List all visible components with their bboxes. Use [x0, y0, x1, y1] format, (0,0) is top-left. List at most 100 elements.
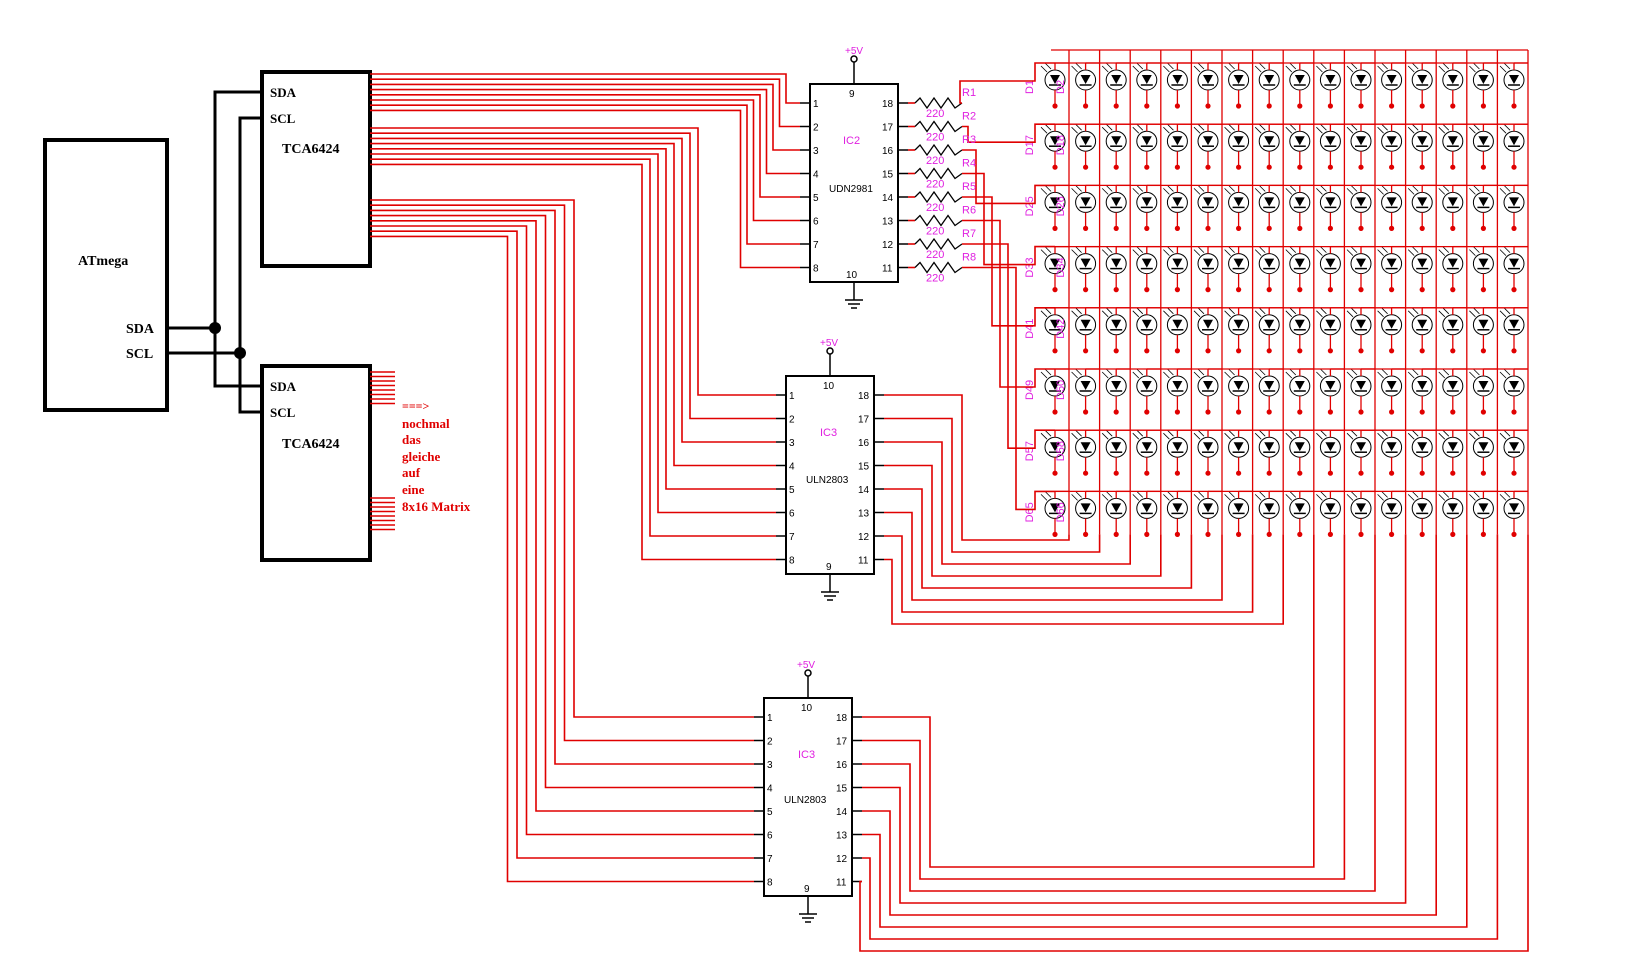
led-triangle [1141, 442, 1152, 452]
ic3b-output-wire [862, 534, 1437, 916]
pin-number: 18 [858, 391, 870, 402]
led-triangle [1325, 319, 1336, 329]
led-triangle [1509, 136, 1519, 146]
led-arrow [1350, 185, 1358, 192]
led-triangle [1478, 136, 1489, 146]
led-triangle [1233, 503, 1244, 513]
node [1297, 470, 1303, 476]
pin-number: 17 [882, 123, 894, 134]
row-feed [962, 243, 1055, 450]
led-arrow [1167, 123, 1174, 131]
row-feed [962, 149, 1055, 205]
led-triangle [1478, 319, 1489, 329]
led-arrow [1473, 307, 1480, 315]
note-line-6: 8x16 Matrix [402, 499, 471, 514]
led-triangle [1111, 381, 1122, 390]
led-arrow [1167, 491, 1174, 498]
led-triangle [1294, 258, 1305, 268]
node [1083, 103, 1089, 109]
node [1052, 164, 1058, 170]
led-arrow [1228, 62, 1235, 70]
led-arrow [1503, 62, 1511, 70]
led-triangle [1294, 197, 1305, 207]
led-arrow [1193, 188, 1201, 195]
led-arrow [1071, 249, 1078, 256]
ic2-input-wire [370, 88, 800, 175]
led-arrow [1071, 126, 1078, 134]
led-arrow [1228, 368, 1235, 376]
led-arrow [1320, 429, 1327, 437]
led-arrow [1224, 371, 1231, 379]
ic3b-input-wire [370, 199, 754, 718]
ic2-vcc-pin: 9 [849, 89, 855, 100]
resistor-value: 220 [926, 108, 944, 120]
ic3b-output-wire [862, 534, 1315, 868]
led-triangle [1080, 319, 1091, 329]
led-arrow [1101, 188, 1109, 195]
led-triangle [1172, 442, 1183, 452]
pin-number: 3 [767, 760, 773, 771]
resistor-value: 220 [926, 249, 944, 261]
led-arrow [1442, 246, 1450, 253]
node [1205, 287, 1211, 293]
led-triangle [1325, 442, 1336, 452]
node [1052, 225, 1058, 231]
node [1083, 409, 1089, 415]
node [1144, 531, 1150, 538]
ic3b-input-wire [370, 204, 754, 742]
led-arrow [1075, 123, 1082, 131]
led-arrow [1289, 62, 1297, 70]
node [1174, 531, 1180, 538]
node [1266, 470, 1272, 476]
led-triangle [1417, 75, 1428, 84]
node [1297, 164, 1303, 170]
pin-number: 3 [789, 438, 795, 449]
node [1358, 470, 1364, 476]
led-triangle [1356, 136, 1366, 146]
led-arrow [1040, 310, 1048, 318]
led-arrow [1071, 432, 1078, 440]
led-arrow [1469, 494, 1476, 501]
led-arrow [1105, 307, 1113, 315]
node [1450, 409, 1456, 415]
node [1205, 103, 1211, 109]
tca-bottom-label: TCA6424 [282, 437, 340, 452]
node [1144, 409, 1150, 415]
tca-top-sda-label: SDA [270, 85, 297, 100]
node [1113, 470, 1119, 476]
led-triangle [1447, 503, 1458, 513]
led-arrow [1224, 188, 1231, 195]
led-arrow [1163, 494, 1170, 501]
led-triangle [1203, 197, 1213, 207]
led-triangle [1356, 75, 1366, 84]
led-arrow [1167, 246, 1174, 253]
led-triangle [1509, 503, 1519, 513]
node [1144, 103, 1150, 109]
led-triangle [1172, 503, 1183, 513]
resistor-ref: R6 [962, 205, 976, 217]
ic3a-output-wire [884, 534, 1284, 625]
led-triangle [1111, 442, 1122, 452]
led-arrow [1316, 371, 1323, 379]
pin-number: 6 [767, 831, 773, 842]
led-arrow [1163, 432, 1170, 440]
tca-top-label: TCA6424 [282, 142, 340, 157]
led-arrow [1075, 307, 1082, 315]
pin-number: 16 [882, 146, 894, 157]
pin-number: 15 [836, 784, 848, 795]
led-arrow [1258, 185, 1266, 192]
pin-number: 15 [882, 170, 894, 181]
ic2-supply: +5V [845, 46, 863, 57]
led-triangle [1172, 381, 1183, 390]
node [1419, 225, 1425, 231]
pin-number: 12 [882, 240, 894, 251]
led-arrow [1289, 491, 1297, 498]
led-triangle [1478, 442, 1489, 452]
led-triangle [1356, 197, 1366, 207]
node [1144, 348, 1150, 354]
led-triangle [1509, 442, 1519, 452]
node [1419, 287, 1425, 293]
node [1450, 287, 1456, 293]
pin-number: 4 [813, 170, 819, 181]
pin-number: 7 [789, 532, 795, 543]
